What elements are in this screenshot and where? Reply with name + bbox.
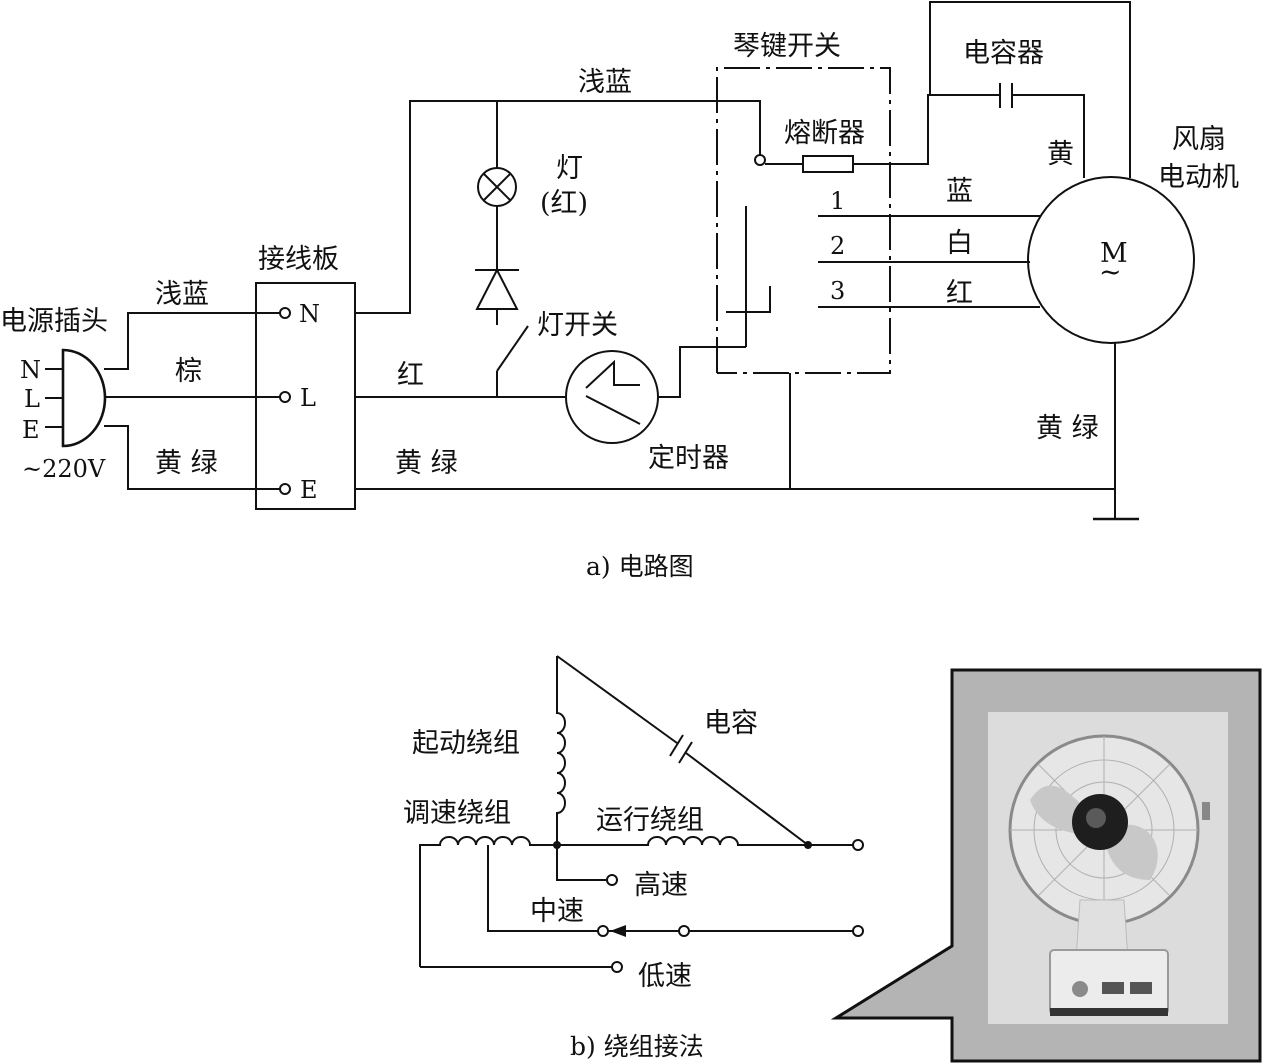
run-winding	[557, 836, 853, 846]
wire-mid-speed	[487, 845, 598, 932]
terminal-n	[279, 307, 291, 319]
wire-fuse-to-capacitor	[853, 94, 1000, 165]
plug-e-label: E	[22, 416, 40, 444]
terminal-line	[852, 925, 864, 937]
lamp-switch-blade	[496, 325, 529, 372]
red-label-2: 红	[946, 278, 973, 309]
caption-b: b) 绕组接法	[570, 1032, 704, 1061]
white-label: 白	[946, 228, 973, 259]
fan-motor-label-2: 电动机	[1158, 162, 1239, 193]
terminal-run	[852, 839, 864, 851]
terminal-switch	[678, 925, 690, 937]
fan-motor-label-1: 风扇	[1172, 124, 1226, 155]
light-blue-label-1: 浅蓝	[155, 279, 209, 310]
capacitor-label: 电容器	[963, 38, 1044, 69]
wire-capacitor-motor	[1012, 94, 1085, 178]
wire-cap-lower	[685, 752, 809, 846]
mid-speed-label: 中速	[530, 896, 584, 927]
wire-cap-upper	[556, 655, 678, 744]
blue-label: 蓝	[946, 176, 973, 207]
speed-winding-label: 调速绕组	[403, 798, 511, 829]
timer-label: 定时器	[648, 443, 729, 474]
piano-switch-label: 琴键开关	[733, 31, 841, 62]
pos-2-label: 2	[830, 232, 845, 260]
yellow-green-label-2: 黄 绿	[395, 448, 458, 479]
piano-switch-blade	[726, 286, 771, 313]
plug-n-label: N	[20, 356, 41, 384]
low-speed-label: 低速	[638, 961, 692, 992]
piano-key-switch	[716, 67, 891, 374]
red-label-1: 红	[397, 360, 424, 391]
wire-top-loop	[929, 1, 1131, 178]
fan-photo-inset	[830, 668, 1262, 1063]
lamp-red-label: (红)	[540, 188, 588, 219]
start-winding	[556, 656, 566, 845]
wire-plug-n	[104, 312, 280, 370]
fuse-label: 熔断器	[784, 118, 865, 149]
terminal-l-label: L	[300, 384, 316, 412]
diode-symbol	[475, 267, 519, 310]
terminal-e	[279, 483, 291, 495]
lamp-symbol	[477, 167, 517, 207]
motor-m-label: M	[1100, 238, 1128, 269]
terminal-mid-speed	[597, 925, 609, 937]
node-right	[804, 841, 812, 849]
pos-3-label: 3	[830, 277, 845, 305]
brown-label: 棕	[175, 356, 202, 387]
yellow-green-label-3: 黄 绿	[1036, 413, 1099, 444]
lamp-label: 灯	[556, 153, 583, 184]
wire-plug-e	[104, 425, 280, 490]
wire-timer-out	[658, 346, 746, 398]
wire-neutral	[355, 100, 761, 314]
terminal-board-label: 接线板	[258, 244, 339, 275]
plug-label: 电源插头	[0, 306, 108, 337]
voltage-label: ~220V	[22, 455, 106, 483]
terminal-low-speed	[611, 961, 623, 973]
terminal-n-label: N	[299, 300, 320, 328]
terminal-high-speed	[606, 874, 618, 886]
piano-switch-contact	[754, 154, 766, 166]
yellow-label: 黄	[1047, 139, 1074, 170]
power-plug	[45, 348, 107, 448]
capacitor-b-plate-2	[678, 741, 693, 764]
yellow-green-label-1: 黄 绿	[155, 448, 218, 479]
high-speed-label: 高速	[634, 870, 688, 901]
timer-symbol	[565, 350, 659, 444]
run-winding-label: 运行绕组	[596, 805, 704, 836]
capacitor-b-plate-1	[669, 734, 684, 757]
wire-high-speed	[556, 845, 607, 881]
fuse-symbol	[802, 155, 854, 173]
speed-winding	[419, 836, 557, 967]
terminal-l	[279, 391, 291, 403]
caption-a: a) 电路图	[586, 552, 694, 581]
motor-tilde-label: ~	[1099, 257, 1122, 288]
start-winding-label: 起动绕组	[412, 728, 520, 759]
lamp-switch-label: 灯开关	[537, 310, 618, 341]
pos-1-label: 1	[830, 187, 845, 215]
plug-l-label: L	[24, 385, 40, 413]
capacitor-b-label: 电容	[704, 708, 758, 739]
speed-switch-arrow	[610, 925, 626, 937]
fan-motor	[1027, 176, 1195, 344]
light-blue-label-2: 浅蓝	[578, 67, 632, 98]
terminal-e-label: E	[300, 476, 318, 504]
